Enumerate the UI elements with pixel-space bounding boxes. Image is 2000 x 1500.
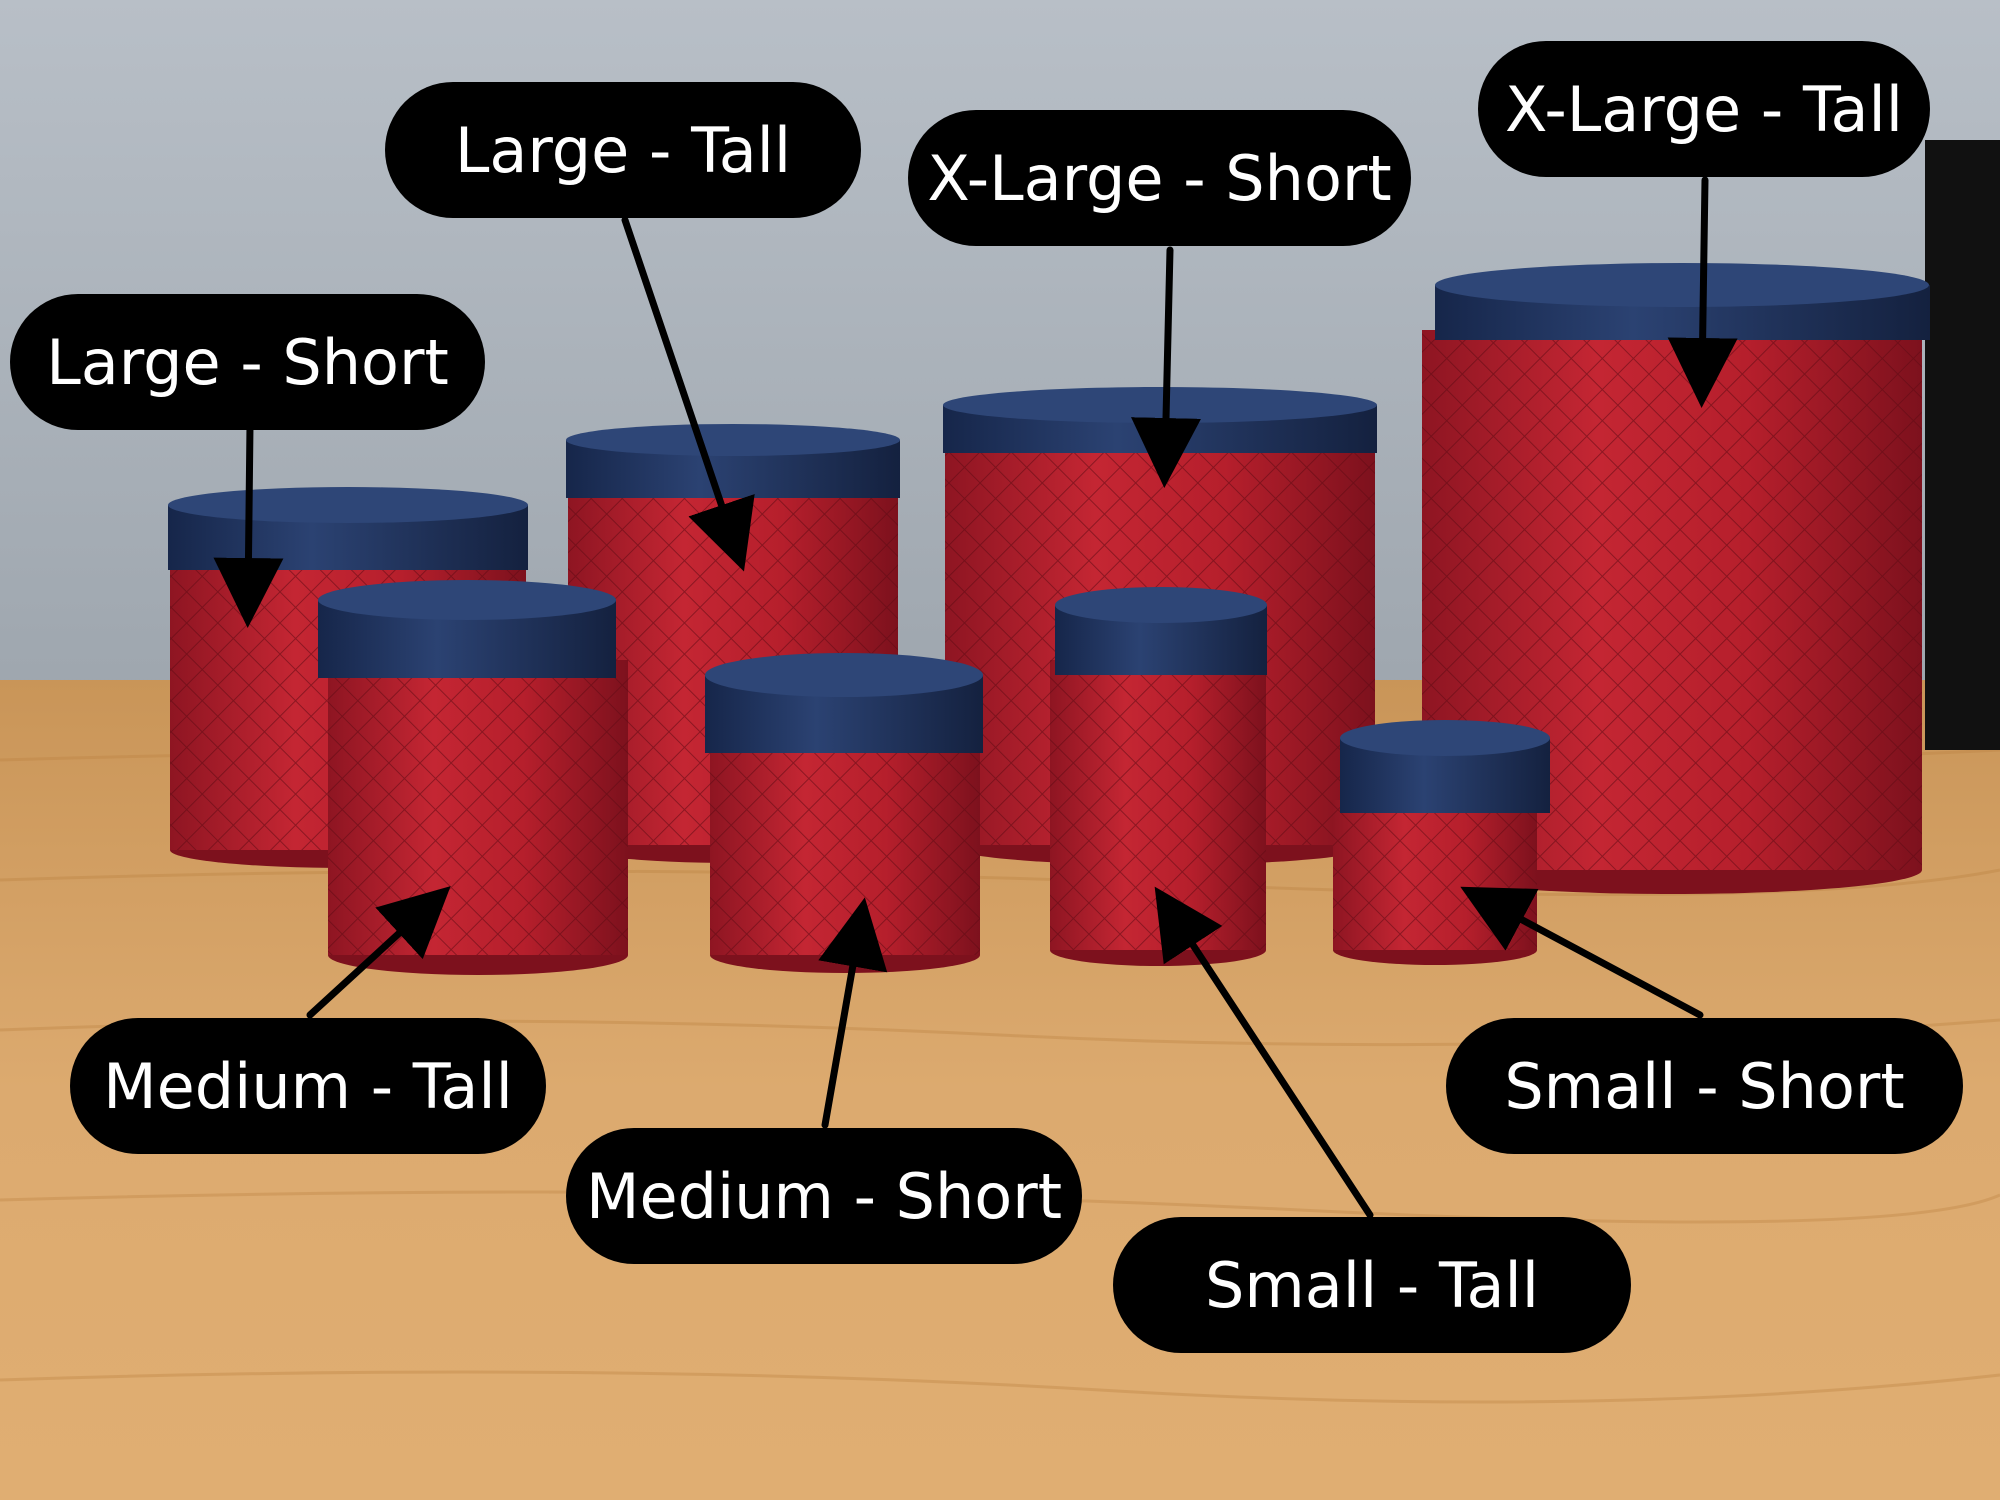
arrow-xlarge-tall: [1667, 176, 1738, 408]
label-large-short: Large - Short: [10, 294, 485, 430]
arrow-small-tall: [1154, 886, 1374, 1219]
arrow-medium-short: [818, 897, 888, 1129]
arrow-small-short: [1460, 886, 1704, 1019]
label-small-short: Small - Short: [1446, 1018, 1963, 1154]
arrow-xlarge-short: [1131, 246, 1201, 488]
label-medium-tall: Medium - Tall: [70, 1018, 546, 1154]
label-xlarge-tall: X-Large - Tall: [1478, 41, 1930, 177]
label-small-tall: Small - Tall: [1113, 1217, 1631, 1353]
container-small-short: [1333, 720, 1550, 965]
container-small-tall: [1050, 587, 1267, 966]
label-xlarge-short: X-Large - Short: [908, 110, 1411, 246]
tripod-stand: [1925, 140, 2000, 750]
arrow-large-tall: [621, 216, 755, 572]
arrow-large-short: [213, 421, 284, 628]
label-large-tall: Large - Tall: [385, 82, 861, 218]
label-medium-short: Medium - Short: [566, 1128, 1082, 1264]
container-medium-tall: [318, 580, 628, 975]
container-medium-short: [705, 653, 983, 973]
arrow-medium-tall: [306, 886, 451, 1019]
